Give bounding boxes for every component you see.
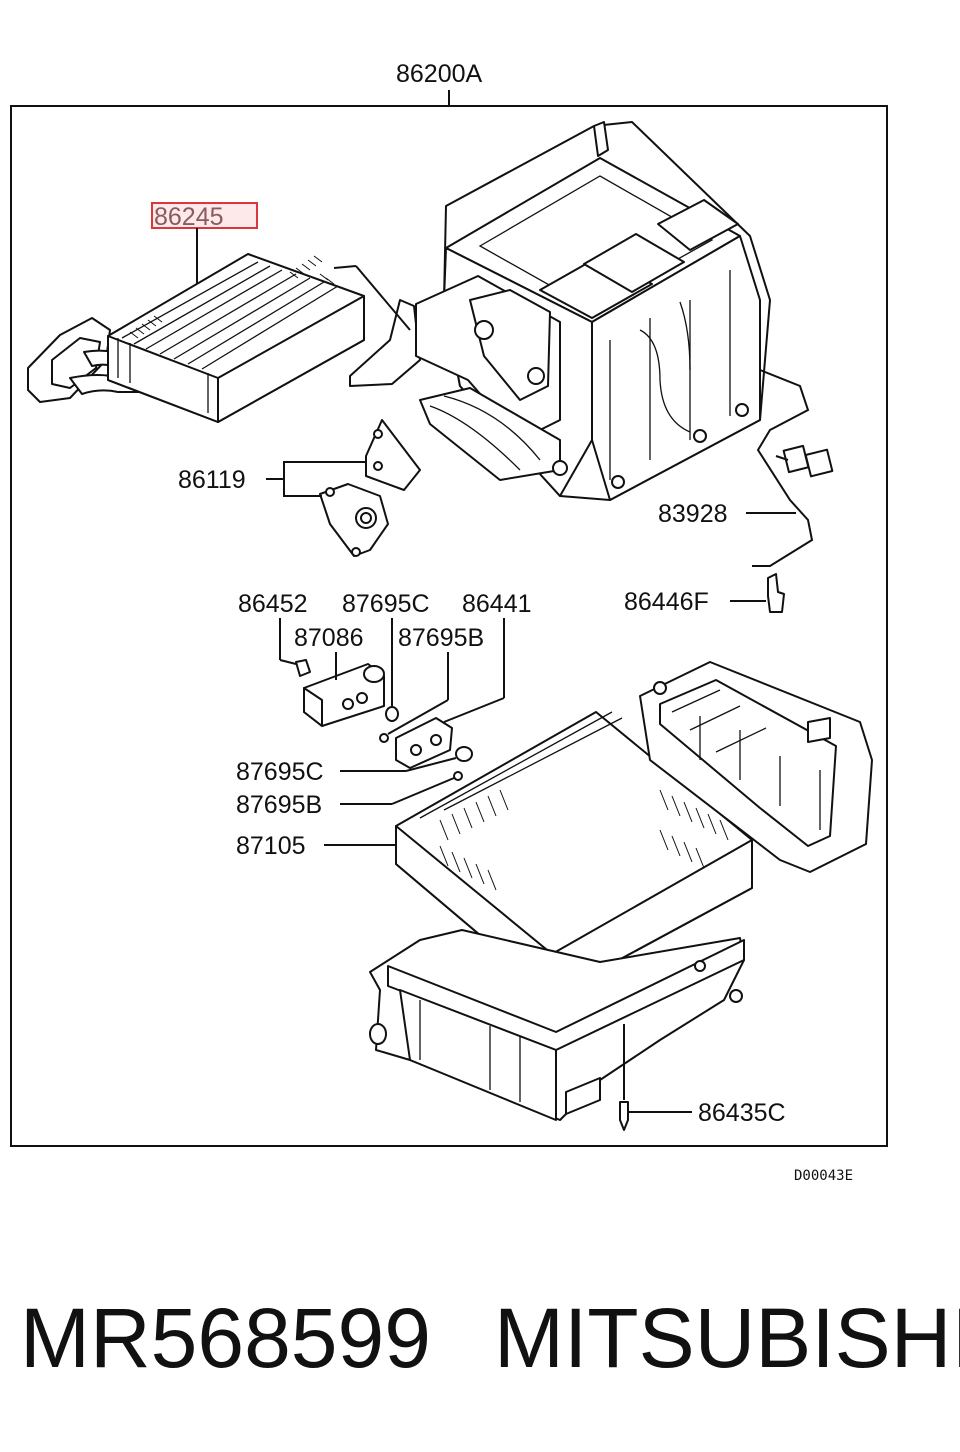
wire-harness-83928[interactable] — [752, 369, 834, 567]
heater-unit-housing[interactable] — [333, 121, 771, 501]
label-86119[interactable]: 86119 — [178, 466, 246, 494]
evaporator-87105[interactable] — [395, 711, 753, 997]
diagram-code: D00043E — [794, 1168, 853, 1184]
screw-86435C[interactable] — [619, 1101, 629, 1131]
part-number: MR568599 — [20, 1291, 431, 1385]
lower-case[interactable] — [369, 929, 745, 1121]
terminal-86446F[interactable] — [767, 573, 785, 613]
highlight-box-86245[interactable] — [151, 202, 258, 229]
label-87105[interactable]: 87105 — [236, 832, 306, 860]
label-87695B-mid[interactable]: 87695B — [236, 791, 322, 819]
heater-core-drawing[interactable] — [27, 253, 365, 423]
label-87086[interactable]: 87086 — [294, 624, 364, 652]
footer-banner: MR568599 MITSUBISHI — [0, 1290, 960, 1390]
label-87695C-top[interactable]: 87695C — [342, 590, 430, 618]
label-86435C[interactable]: 86435C — [698, 1099, 786, 1127]
blower-case[interactable] — [639, 661, 873, 873]
label-86441[interactable]: 86441 — [462, 590, 532, 618]
label-87695B-top[interactable]: 87695B — [398, 624, 484, 652]
label-87695C-mid[interactable]: 87695C — [236, 758, 324, 786]
expansion-valve-group[interactable] — [295, 659, 473, 781]
label-86245[interactable]: 86245 — [154, 203, 224, 231]
damper-doors-86119[interactable] — [319, 419, 421, 557]
label-86452[interactable]: 86452 — [238, 590, 308, 618]
label-86446F[interactable]: 86446F — [624, 588, 709, 616]
brand-name: MITSUBISHI — [494, 1291, 960, 1385]
label-83928[interactable]: 83928 — [658, 500, 728, 528]
label-86200A: 86200A — [396, 60, 483, 88]
